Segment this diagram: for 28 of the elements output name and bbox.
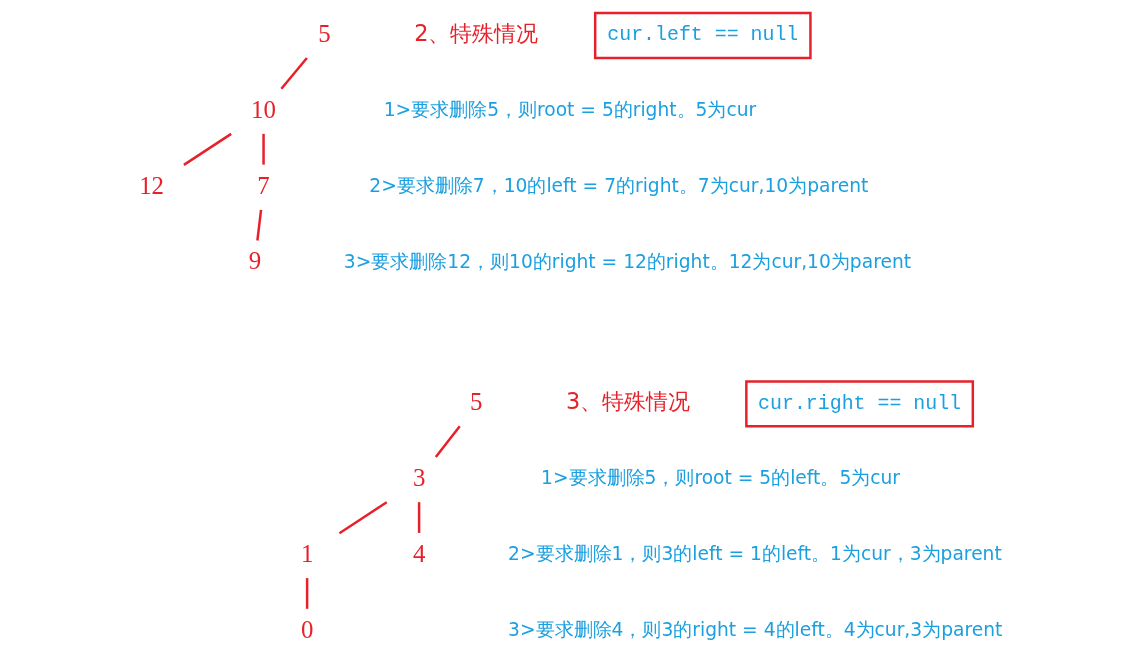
- connector: [279, 57, 308, 90]
- label: 3>要求删除4，则3的right = 4的left。4为cur,3为parent: [507, 618, 1002, 640]
- node-text: 9: [248, 247, 261, 275]
- node-box: cur.left == null: [593, 11, 812, 60]
- node-text: 5: [317, 19, 331, 47]
- label: 2>要求删除1，则3的left = 1的left。1为cur，3为parent: [507, 542, 1002, 564]
- node-text: 5: [469, 388, 483, 416]
- label: 1>要求删除5，则root = 5的left。5为cur: [540, 467, 900, 489]
- connector: [434, 425, 461, 458]
- label: 3>要求删除12，则10的right = 12的right。12为cur,10为parent: [343, 250, 911, 272]
- node-text: 12: [138, 171, 164, 199]
- label: 2、特殊情况: [413, 19, 538, 46]
- label: 2>要求删除7，10的left = 7的right。7为cur,10为parent: [368, 174, 868, 196]
- connector: [255, 209, 262, 241]
- label: 3、特殊情况: [565, 388, 690, 415]
- node-text: 7: [256, 171, 270, 199]
- connector: [417, 502, 420, 533]
- node-text: 0: [300, 615, 313, 643]
- node-text: 3: [412, 463, 425, 491]
- node-box: cur.right == null: [744, 380, 974, 428]
- label: 1>要求删除5，则root = 5的right。5为cur: [383, 98, 756, 120]
- node-text: 10: [250, 95, 276, 123]
- node-text: 1: [300, 539, 313, 567]
- connector: [305, 578, 308, 609]
- connector: [261, 133, 265, 165]
- node-text: 4: [412, 539, 425, 567]
- connector: [338, 501, 387, 535]
- connector: [182, 132, 232, 166]
